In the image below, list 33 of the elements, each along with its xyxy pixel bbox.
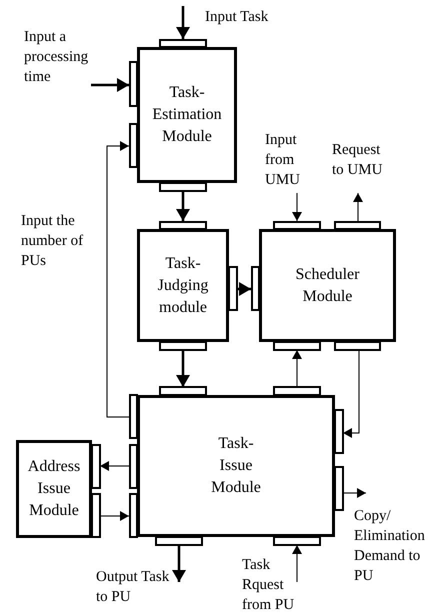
arrow: [91, 78, 129, 92]
arrow: [237, 282, 251, 296]
arrow: [176, 6, 190, 39]
module-name: Task- Judging module: [156, 254, 210, 318]
edge-label: Task Rquest from PU: [242, 556, 296, 613]
module-box: [137, 395, 335, 537]
arrow: [172, 545, 186, 582]
arrow: [353, 192, 363, 222]
module-box: [16, 440, 92, 538]
edge-label: Output Task to PU: [96, 568, 170, 607]
module-name: Task- Issue Module: [210, 434, 262, 498]
module-name: Scheduler Module: [294, 264, 360, 306]
arrow: [292, 350, 302, 388]
module-name: Address Issue Module: [26, 457, 82, 521]
arrow: [100, 461, 130, 471]
module-box: [137, 229, 229, 342]
module-box: [259, 229, 396, 342]
module-name: Task- Estimation Module: [151, 83, 223, 147]
arrow: [106, 141, 130, 418]
edge-label: Input a processing time: [24, 28, 90, 87]
edge-label: Copy/ Elimination Demand to PU: [354, 507, 426, 586]
module-box: [137, 47, 237, 183]
arrow: [292, 192, 302, 222]
arrow: [342, 350, 360, 438]
edge-label: Request to UMU: [332, 141, 384, 180]
edge-label: Input from UMU: [265, 131, 302, 190]
arrow: [176, 350, 190, 387]
arrow: [176, 191, 190, 221]
edge-label: Input Task: [205, 8, 270, 27]
arrow: [342, 488, 366, 498]
arrow: [292, 544, 302, 582]
edge-label: Input the number of PUs: [21, 212, 84, 271]
arrow: [100, 511, 130, 521]
